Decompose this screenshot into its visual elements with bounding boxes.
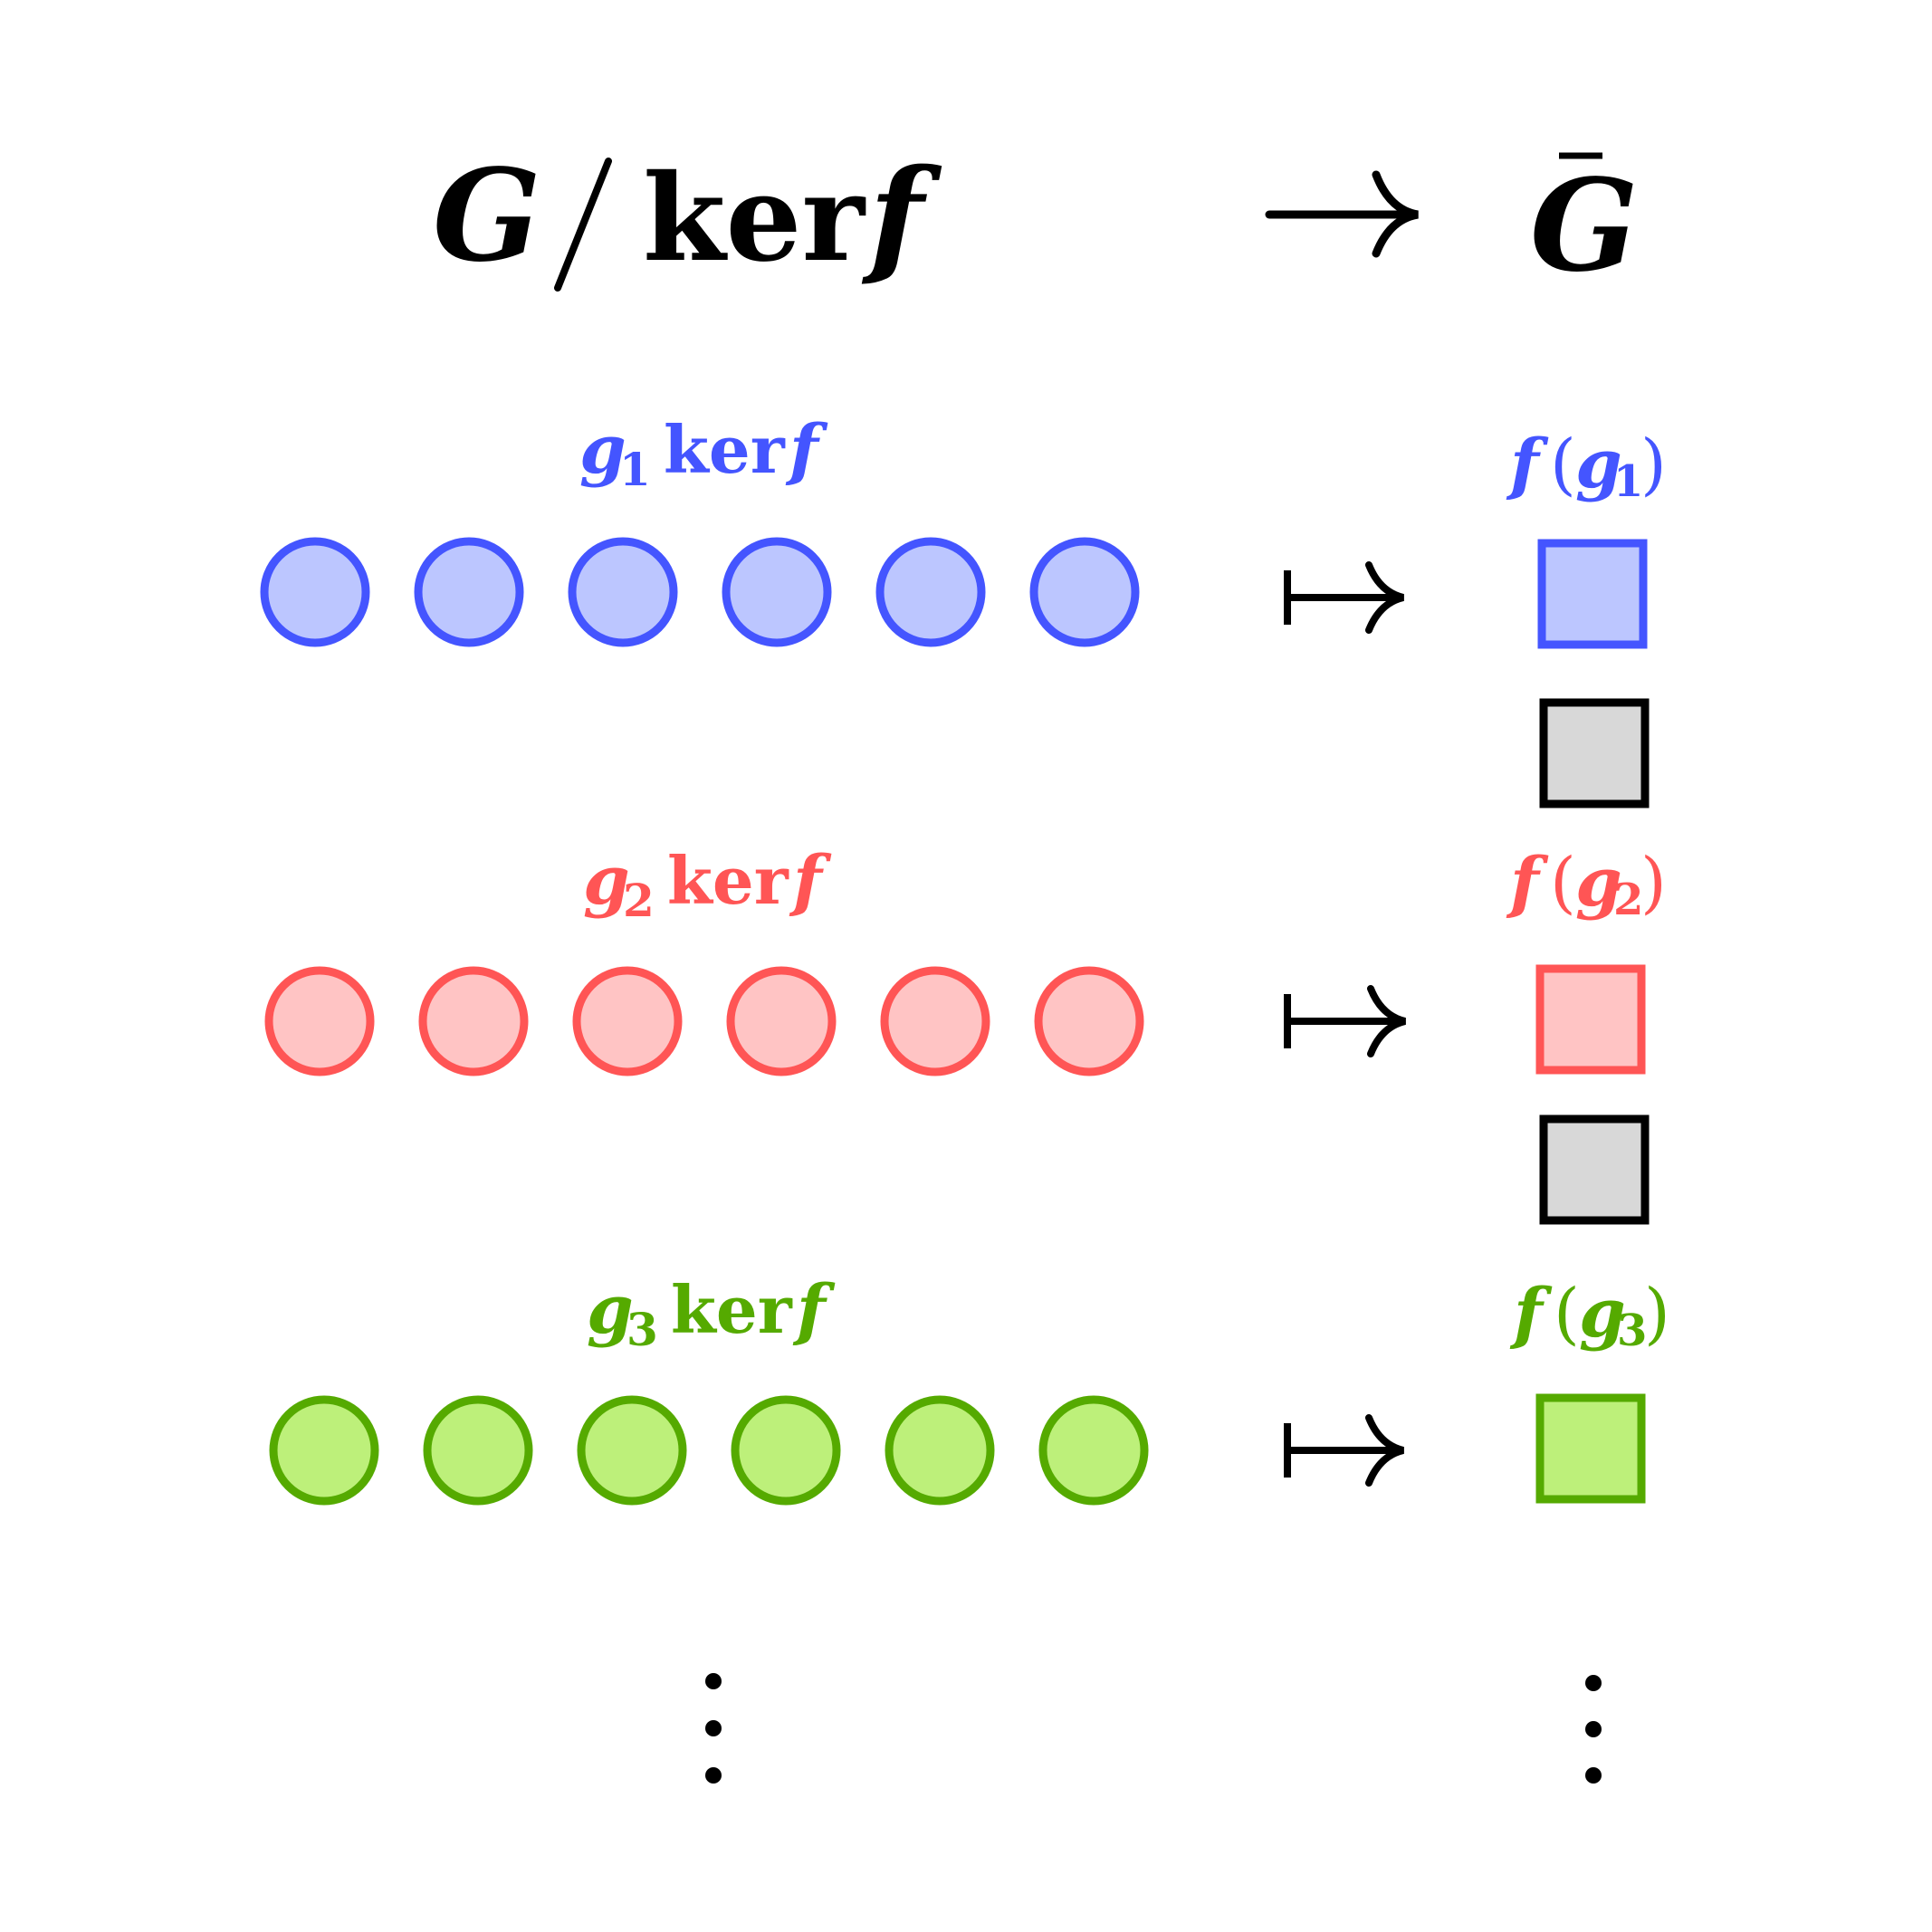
coset-label-subscript: 3 [626, 1303, 658, 1356]
coset-label-g: g [579, 411, 626, 489]
quotient-group-symbol: G [433, 142, 541, 291]
image-label-close-paren: ) [1644, 1275, 1670, 1353]
image-label-3: f ( g 3 ) [1509, 1275, 1670, 1356]
coset-label-2: g 2 ker f [583, 842, 832, 927]
coset-label-ker: ker [667, 842, 789, 919]
vertical-ellipsis-left-icon [705, 1673, 722, 1784]
coset-element-circle [722, 537, 832, 647]
coset-row-1: g 1 ker f f ( g 1 ) [260, 411, 1667, 649]
coset-element-circle [731, 1395, 841, 1506]
image-label-open-paren: ( [1550, 426, 1576, 503]
image-label-subscript: 3 [1617, 1306, 1647, 1356]
coset-label-1: g 1 ker f [579, 411, 828, 496]
coset-label-subscript: 2 [623, 874, 655, 927]
image-label-g: g [1575, 844, 1622, 922]
coset-elements-1 [260, 537, 1140, 647]
vertical-ellipsis-right-icon [1585, 1675, 1602, 1784]
image-label-2: f ( g 2 ) [1506, 844, 1667, 925]
image-element-square-1 [1537, 539, 1648, 649]
image-label-f: f [1506, 426, 1549, 503]
image-label-g: g [1579, 1275, 1626, 1353]
long-right-arrow-icon [1265, 170, 1419, 258]
coset-label-subscript: 1 [619, 443, 651, 496]
image-label-open-paren: ( [1554, 1275, 1580, 1353]
coset-label-g: g [587, 1271, 634, 1349]
coset-label-f: f [792, 1271, 836, 1349]
coset-element-circle [568, 537, 678, 647]
image-label-1: f ( g 1 ) [1506, 426, 1667, 507]
unlabeled-image-element [1539, 1114, 1650, 1225]
quotient-f-text: f [861, 142, 942, 291]
coset-element-circle [875, 537, 986, 647]
coset-element-circle [423, 1395, 533, 1506]
coset-element-circle [1034, 966, 1144, 1076]
image-group-symbol: G [1530, 152, 1639, 301]
coset-element-circle [269, 1395, 379, 1506]
coset-label-f: f [785, 411, 828, 489]
maps-to-arrow-icon [1284, 1414, 1405, 1487]
unlabeled-image-element [1539, 698, 1650, 808]
coset-element-circle [1029, 537, 1140, 647]
coset-label-ker: ker [671, 1271, 793, 1348]
image-label-f: f [1509, 1275, 1553, 1353]
image-label-close-paren: ) [1640, 426, 1667, 503]
coset-element-circle [880, 966, 990, 1076]
coset-element-circle [414, 537, 524, 647]
image-label-open-paren: ( [1550, 844, 1576, 922]
image-label-subscript: 1 [1613, 456, 1643, 507]
coset-element-circle [260, 537, 370, 647]
coset-label-g: g [583, 842, 630, 920]
coset-element-circle [577, 1395, 687, 1506]
coset-label-ker: ker [664, 411, 786, 488]
image-label-close-paren: ) [1640, 844, 1667, 922]
coset-element-circle [572, 966, 683, 1076]
coset-label-3: g 3 ker f [587, 1271, 836, 1356]
coset-element-circle [418, 966, 529, 1076]
coset-elements-3 [269, 1395, 1149, 1506]
image-label-subscript: 2 [1613, 875, 1643, 925]
coset-element-circle [1038, 1395, 1149, 1506]
coset-element-circle [726, 966, 837, 1076]
quotient-ker-text: ker [643, 148, 866, 289]
coset-elements-2 [264, 966, 1144, 1076]
coset-element-circle [264, 966, 375, 1076]
coset-row-3: g 3 ker f f ( g 3 ) [269, 1271, 1670, 1506]
quotient-slash [554, 158, 612, 292]
coset-element-circle [885, 1395, 995, 1506]
maps-to-arrow-icon [1284, 985, 1407, 1057]
image-label-g: g [1575, 426, 1622, 503]
coset-row-2: g 2 ker f f ( g 2 ) [264, 842, 1667, 1076]
image-element-square-3 [1535, 1393, 1646, 1504]
coset-label-f: f [789, 842, 832, 920]
maps-to-arrow-icon [1284, 561, 1405, 634]
image-element-square-2 [1535, 964, 1646, 1075]
image-label-f: f [1506, 844, 1549, 922]
header: G ker f G [433, 142, 1639, 301]
